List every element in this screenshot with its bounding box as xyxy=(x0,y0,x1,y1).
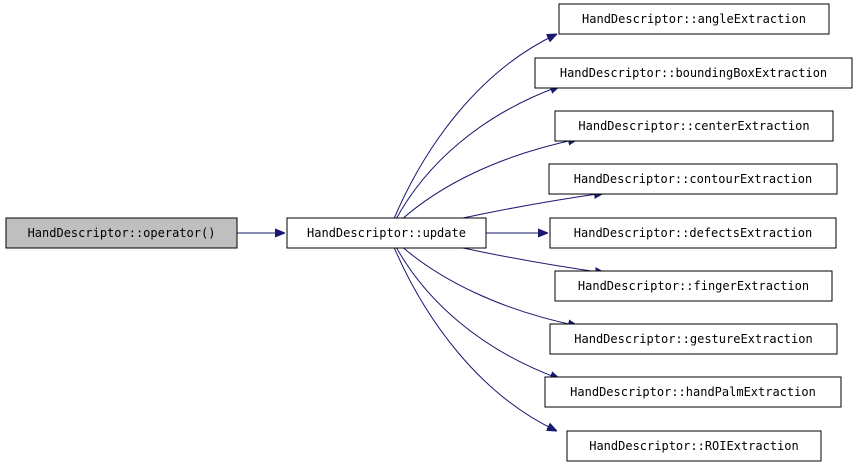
node-bbox-label: HandDescriptor::boundingBoxExtraction xyxy=(560,66,827,80)
node-contour-extraction[interactable]: HandDescriptor::contourExtraction xyxy=(548,163,838,195)
node-angle-label: HandDescriptor::angleExtraction xyxy=(582,12,806,26)
edge-update-center xyxy=(399,139,578,222)
node-palm-box xyxy=(544,376,842,408)
node-defects-box xyxy=(549,217,837,249)
node-operator-box xyxy=(5,217,238,249)
node-bounding-box-extraction[interactable]: HandDescriptor::boundingBoxExtraction xyxy=(534,57,853,89)
node-update[interactable]: HandDescriptor::update xyxy=(286,217,487,249)
edge-update-gesture xyxy=(399,244,578,326)
edge-update-finger xyxy=(462,247,605,273)
edge-update-contour xyxy=(462,193,604,219)
node-operator[interactable]: HandDescriptor::operator() xyxy=(5,217,238,249)
edge-update-bbox xyxy=(394,86,560,222)
node-center-extraction[interactable]: HandDescriptor::centerExtraction xyxy=(554,110,834,142)
node-gesture-box xyxy=(549,323,838,355)
node-finger-box xyxy=(554,270,833,302)
node-gesture-extraction[interactable]: HandDescriptor::gestureExtraction xyxy=(549,323,838,355)
node-gesture-label: HandDescriptor::gestureExtraction xyxy=(574,332,812,346)
edge-update-angle xyxy=(392,34,557,222)
edge-update-palm xyxy=(394,244,560,379)
node-operator-label: HandDescriptor::operator() xyxy=(28,226,216,240)
node-angle-box xyxy=(558,3,830,35)
node-bbox-box xyxy=(534,57,853,89)
edge-update-roi xyxy=(392,244,557,431)
node-roi-label: HandDescriptor::ROIExtraction xyxy=(589,439,799,453)
node-angle-extraction[interactable]: HandDescriptor::angleExtraction xyxy=(558,3,830,35)
node-defects-label: HandDescriptor::defectsExtraction xyxy=(574,226,812,240)
node-contour-box xyxy=(548,163,838,195)
node-center-box xyxy=(554,110,834,142)
node-palm-label: HandDescriptor::handPalmExtraction xyxy=(570,385,816,399)
node-update-label: HandDescriptor::update xyxy=(307,226,466,240)
node-center-label: HandDescriptor::centerExtraction xyxy=(578,119,809,133)
node-update-box xyxy=(286,217,487,249)
node-roi-box xyxy=(566,430,822,462)
node-contour-label: HandDescriptor::contourExtraction xyxy=(574,172,812,186)
nodes: HandDescriptor::operator() HandDescripto… xyxy=(5,3,853,462)
node-finger-label: HandDescriptor::fingerExtraction xyxy=(578,279,809,293)
node-finger-extraction[interactable]: HandDescriptor::fingerExtraction xyxy=(554,270,833,302)
node-defects-extraction[interactable]: HandDescriptor::defectsExtraction xyxy=(549,217,837,249)
edges xyxy=(237,34,605,431)
node-roi-extraction[interactable]: HandDescriptor::ROIExtraction xyxy=(566,430,822,462)
node-hand-palm-extraction[interactable]: HandDescriptor::handPalmExtraction xyxy=(544,376,842,408)
